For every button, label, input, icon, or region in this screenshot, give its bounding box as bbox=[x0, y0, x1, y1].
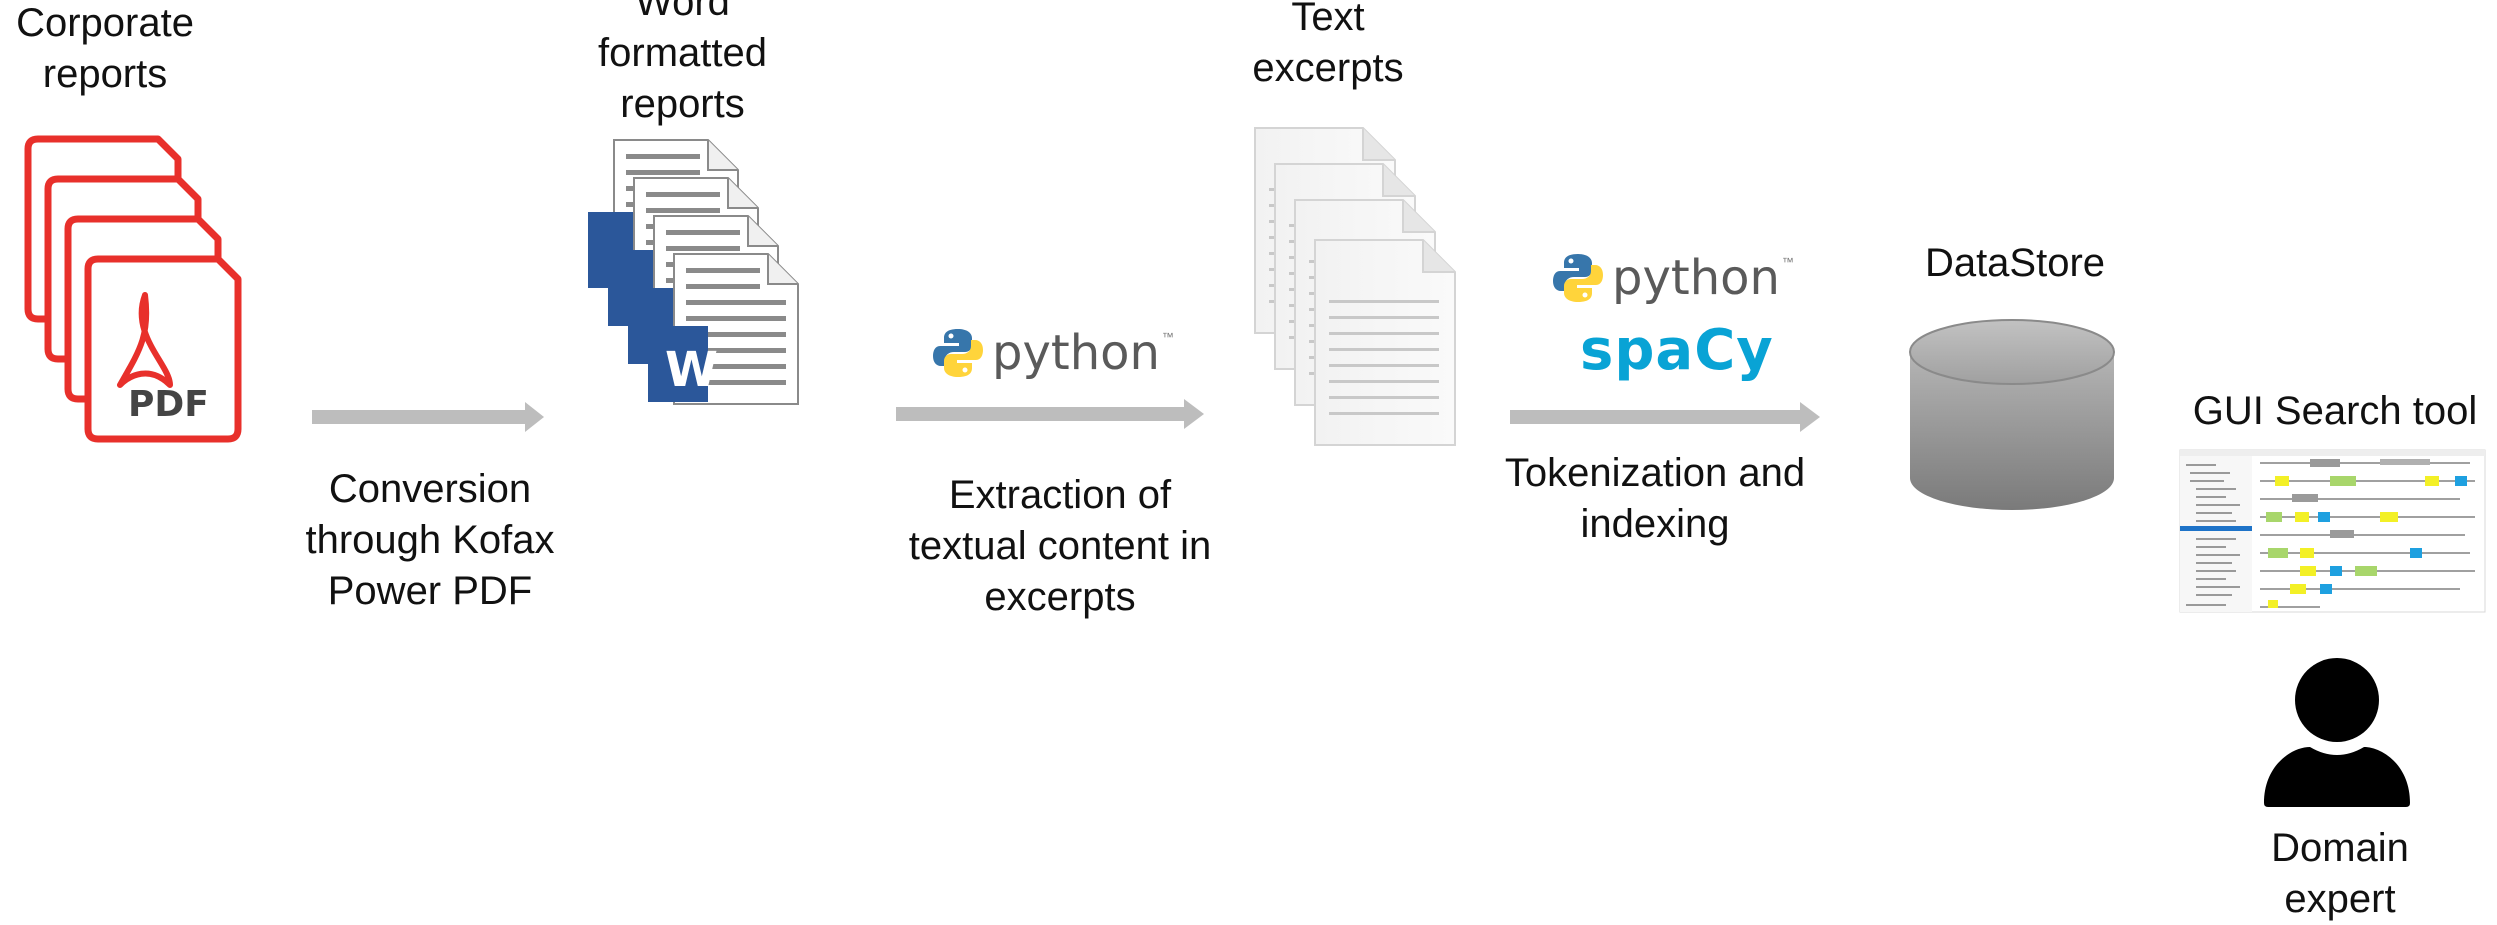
tokenization-step-label: Tokenization and indexing bbox=[1504, 451, 1806, 546]
python-logo-extraction: python ™ bbox=[932, 325, 1174, 381]
datastore-label: DataStore bbox=[1924, 241, 2106, 285]
domain-expert-label: Domain expert bbox=[2271, 826, 2409, 921]
python-trademark: ™ bbox=[1161, 330, 1174, 344]
python-snake-icon bbox=[1553, 254, 1603, 302]
spacy-logo: spaCy bbox=[1580, 318, 1774, 383]
gui-screenshot-thumbnail bbox=[2179, 449, 2486, 613]
arrow-conversion bbox=[312, 402, 544, 432]
pdf-stack-icon bbox=[20, 135, 260, 455]
pdf-badge: PDF bbox=[128, 384, 209, 425]
arrow-extraction bbox=[896, 399, 1204, 429]
python-wordmark: python bbox=[1612, 250, 1780, 306]
extraction-step-label: Extraction of textual content in excerpt… bbox=[908, 473, 1212, 619]
word-badge: W bbox=[665, 342, 718, 398]
user-person-icon bbox=[2264, 658, 2410, 807]
conversion-step-label: Conversion through Kofax Power PDF bbox=[305, 467, 555, 613]
python-trademark: ™ bbox=[1781, 255, 1794, 269]
text-page-stack-icon bbox=[1254, 127, 1456, 446]
word-reports-label: Word formatted reports bbox=[598, 0, 767, 126]
text-excerpts-label: Text excerpts bbox=[1252, 0, 1404, 90]
word-document-stack-icon bbox=[587, 139, 799, 405]
python-snake-icon bbox=[933, 329, 983, 377]
python-wordmark: python bbox=[992, 325, 1160, 381]
database-cylinder-icon bbox=[1909, 319, 2115, 510]
gui-search-tool-label: GUI Search tool bbox=[2192, 389, 2478, 433]
corporate-reports-label: Corporate reports bbox=[16, 1, 194, 96]
python-logo-tokenization: python ™ bbox=[1552, 250, 1794, 306]
arrow-tokenization bbox=[1510, 402, 1820, 432]
